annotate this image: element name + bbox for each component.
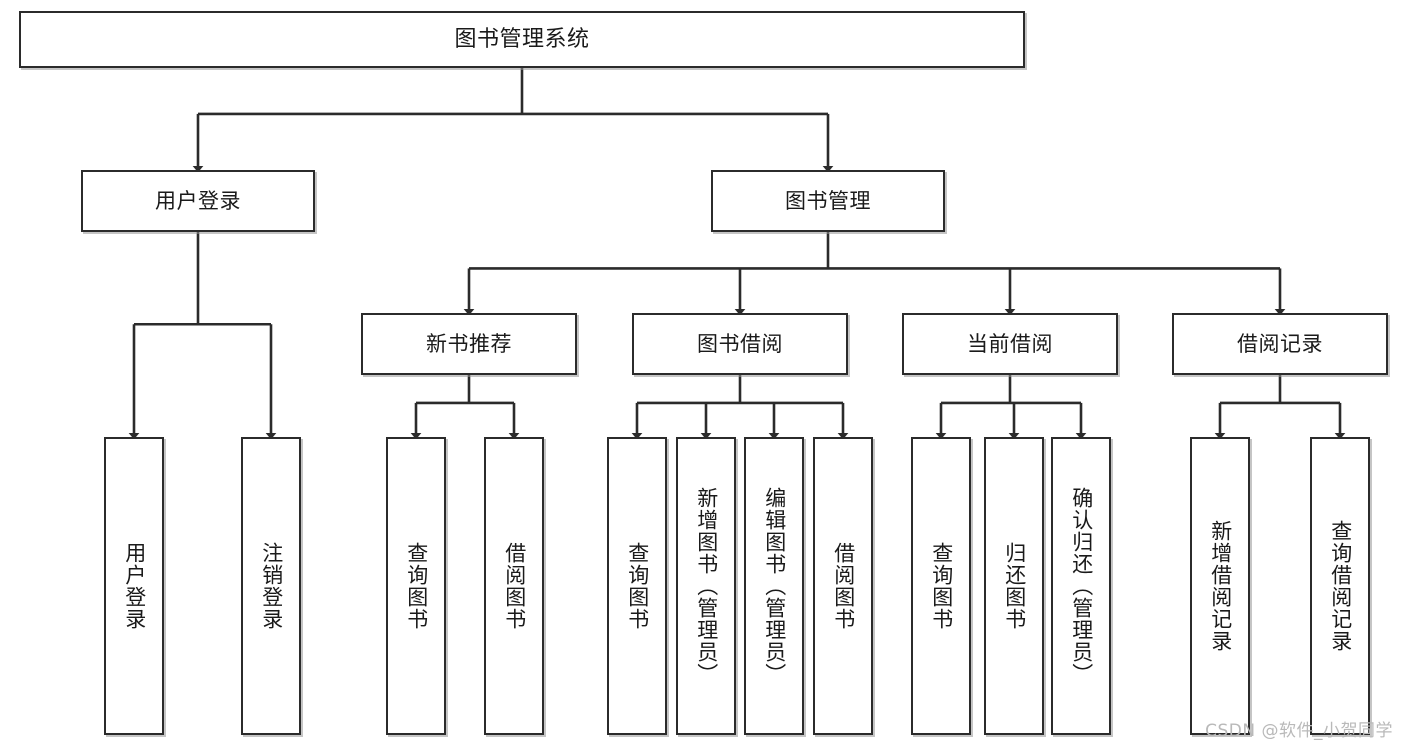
node-l_confirm[interactable]: 确认归还（管理员） [1051,437,1111,735]
node-records[interactable]: 借阅记录 [1172,313,1388,375]
node-l_query2[interactable]: 查询图书 [607,437,667,735]
node-label: 用户登录 [122,542,147,630]
node-label: 借阅记录 [1237,331,1323,356]
watermark-text: CSDN @软件_小贺同学 [1205,721,1393,741]
node-l_borrow2[interactable]: 借阅图书 [813,437,873,735]
node-l_logout[interactable]: 注销登录 [241,437,301,735]
node-label: 借阅图书 [502,542,527,630]
node-label: 图书借阅 [697,331,783,356]
node-label: 编辑图书（管理员） [762,487,787,685]
node-label: 归还图书 [1002,542,1027,630]
node-l_return[interactable]: 归还图书 [984,437,1044,735]
node-label: 查询借阅记录 [1328,520,1353,652]
node-current[interactable]: 当前借阅 [902,313,1118,375]
node-l_login[interactable]: 用户登录 [104,437,164,735]
node-label: 查询图书 [625,542,650,630]
node-l_queryrec[interactable]: 查询借阅记录 [1310,437,1370,735]
node-bookmgmt[interactable]: 图书管理 [711,170,945,232]
node-label: 确认归还（管理员） [1069,487,1094,685]
node-label: 新书推荐 [426,331,512,356]
node-l_add[interactable]: 新增图书（管理员） [676,437,736,735]
node-label: 新增借阅记录 [1208,520,1233,652]
node-l_query1[interactable]: 查询图书 [386,437,446,735]
node-borrow[interactable]: 图书借阅 [632,313,848,375]
node-label: 查询图书 [404,542,429,630]
node-l_edit[interactable]: 编辑图书（管理员） [744,437,804,735]
node-label: 用户登录 [155,188,241,213]
node-label: 图书管理系统 [454,26,590,52]
node-label: 当前借阅 [967,331,1053,356]
node-login[interactable]: 用户登录 [81,170,315,232]
connector-lines [128,68,1346,440]
node-l_addrec[interactable]: 新增借阅记录 [1190,437,1250,735]
node-newrec[interactable]: 新书推荐 [361,313,577,375]
node-label: 注销登录 [259,542,284,630]
node-label: 查询图书 [929,542,954,630]
node-root[interactable]: 图书管理系统 [19,11,1025,68]
node-label: 新增图书（管理员） [694,487,719,685]
node-l_borrow1[interactable]: 借阅图书 [484,437,544,735]
node-label: 图书管理 [785,188,871,213]
node-l_query3[interactable]: 查询图书 [911,437,971,735]
node-label: 借阅图书 [831,542,856,630]
